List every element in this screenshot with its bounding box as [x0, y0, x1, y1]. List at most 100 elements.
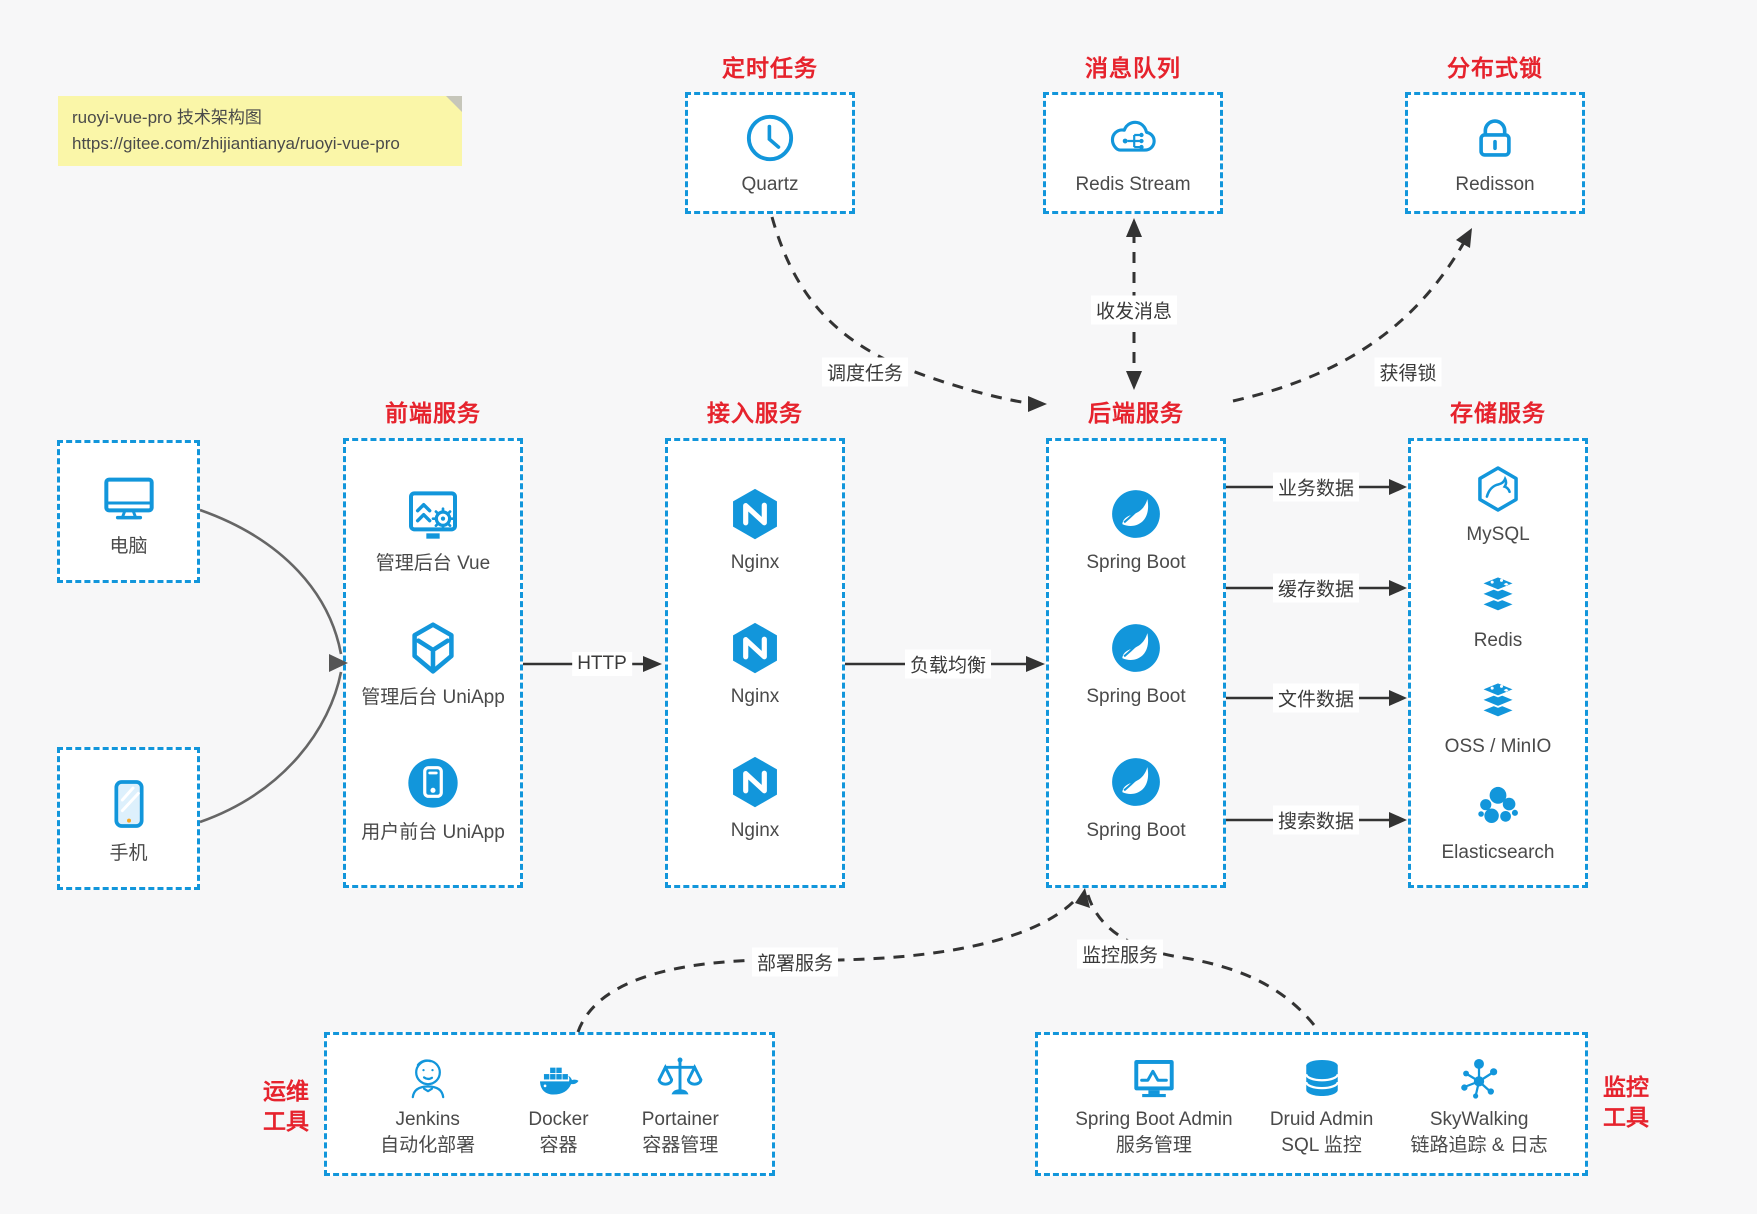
docker-icon: [538, 1067, 579, 1095]
node-redis: Redis: [1470, 567, 1526, 653]
node-label: Nginx: [730, 820, 780, 842]
note-url: https://gitee.com/zhijiantianya/ruoyi-vu…: [72, 134, 400, 153]
node-label: Portainer: [641, 1109, 719, 1130]
node-sublabel: 服务管理: [1115, 1135, 1192, 1156]
node-jenkins: Jenkins 自动化部署: [380, 1051, 475, 1157]
portainer-icon: [657, 1057, 703, 1095]
node-springboot-3: Spring Boot: [1086, 751, 1186, 843]
node-label: Docker: [528, 1109, 589, 1130]
redis-icon: [1480, 575, 1516, 613]
edge-label-business-data: 业务数据: [1272, 472, 1360, 502]
node-label: Quartz: [741, 174, 799, 196]
edge-label-file-data: 文件数据: [1272, 683, 1360, 713]
lock-icon: [1479, 119, 1511, 157]
clock-icon: [746, 115, 794, 162]
node-quartz: Quartz: [741, 109, 799, 197]
node-label: Spring Boot: [1086, 686, 1186, 708]
edge-label-http: HTTP: [572, 652, 632, 676]
node-label: Nginx: [730, 686, 780, 708]
node-user-uniapp: 用户前台 UniApp: [361, 751, 505, 845]
admin-vue-icon: [408, 490, 457, 539]
spring-icon: [1112, 490, 1160, 539]
monitor-tools-side-label: 监控 工具: [1603, 1074, 1649, 1130]
edge-label-search-data: 搜索数据: [1272, 805, 1360, 835]
nginx-icon: [733, 622, 777, 674]
node-label: Spring Boot: [1086, 820, 1186, 842]
client-merge-arrow: [199, 508, 348, 824]
group-title-frontend: 前端服务: [385, 400, 481, 426]
node-admin-vue: 管理后台 Vue: [376, 482, 490, 576]
node-mobile: 手机: [97, 772, 161, 866]
node-label: SkyWalking: [1429, 1109, 1529, 1130]
node-nginx-2: Nginx: [724, 617, 786, 709]
edge-label-load-balance: 负载均衡: [904, 649, 992, 679]
node-label: 手机: [109, 842, 148, 864]
group-box-ops-tools: Jenkins 自动化部署 Docker 容器: [324, 1032, 775, 1176]
group-title-message-queue: 消息队列: [1085, 55, 1181, 81]
node-mysql: MySQL: [1466, 461, 1530, 547]
group-box-message-queue: Redis Stream: [1043, 92, 1223, 214]
mobile-icon: [113, 779, 144, 828]
node-nginx-1: Nginx: [724, 483, 786, 575]
node-pc: 电脑: [97, 465, 161, 559]
node-sublabel: SQL 监控: [1281, 1135, 1362, 1156]
uniapp-cube-icon: [412, 622, 454, 674]
node-label: Nginx: [730, 552, 780, 574]
node-springboot-2: Spring Boot: [1086, 617, 1186, 709]
node-sublabel: 容器管理: [642, 1135, 719, 1156]
node-label: Spring Boot: [1086, 552, 1186, 574]
cloud-stream-icon: [1110, 120, 1156, 152]
group-box-monitor-tools: Spring Boot Admin 服务管理 Druid Admin SQL 监…: [1035, 1032, 1588, 1176]
edge-label-message: 收发消息: [1090, 295, 1178, 325]
schedule-task-arrow: [770, 216, 1047, 412]
node-label: Redis: [1473, 630, 1523, 652]
sticky-note: ruoyi-vue-pro 技术架构图 https://gitee.com/zh…: [58, 96, 462, 166]
node-label: 用户前台 UniApp: [361, 821, 505, 843]
node-label: Elasticsearch: [1441, 842, 1555, 864]
node-elasticsearch: Elasticsearch: [1442, 779, 1555, 865]
jenkins-icon: [411, 1059, 444, 1099]
node-sublabel: 容器: [539, 1135, 578, 1156]
node-springboot-1: Spring Boot: [1086, 483, 1186, 575]
node-label: Jenkins: [395, 1109, 460, 1130]
ops-tools-side-label: 运维 工具: [263, 1078, 309, 1134]
node-druid-admin: Druid Admin SQL 监控: [1270, 1051, 1373, 1157]
node-docker: Docker 容器: [528, 1051, 589, 1157]
edge-label-cache-data: 缓存数据: [1272, 573, 1360, 603]
node-admin-uniapp: 管理后台 UniApp: [361, 616, 505, 710]
druid-icon: [1304, 1060, 1339, 1096]
oss-icon: [1480, 681, 1516, 719]
spring-icon: [1112, 758, 1160, 806]
node-portainer: Portainer 容器管理: [642, 1051, 719, 1157]
node-skywalking: SkyWalking 链路追踪 & 日志: [1411, 1051, 1548, 1157]
elasticsearch-icon: [1478, 786, 1518, 823]
group-box-storage: MySQL Redis: [1408, 438, 1588, 888]
edge-label-deploy: 部署服务: [751, 947, 839, 977]
edge-label-lock: 获得锁: [1374, 357, 1442, 387]
node-sublabel: 自动化部署: [380, 1135, 476, 1156]
client-box-mobile: 手机: [57, 747, 200, 890]
desktop-icon: [103, 477, 154, 519]
node-label: 管理后台 UniApp: [361, 687, 505, 709]
group-title-scheduled-task: 定时任务: [722, 55, 818, 81]
node-oss-minio: OSS / MinIO: [1445, 673, 1551, 759]
group-box-distributed-lock: Redisson: [1405, 92, 1585, 214]
nginx-icon: [733, 756, 777, 808]
node-redis-stream: Redis Stream: [1075, 109, 1191, 197]
mysql-icon: [1478, 466, 1518, 512]
skywalking-icon: [1461, 1058, 1498, 1099]
note-title: ruoyi-vue-pro 技术架构图: [72, 108, 262, 127]
node-label: Redis Stream: [1075, 174, 1191, 196]
node-label: Redisson: [1455, 174, 1535, 196]
group-title-gateway: 接入服务: [707, 400, 803, 426]
group-box-gateway: Nginx Nginx Nginx: [665, 438, 845, 888]
edge-label-schedule: 调度任务: [821, 357, 909, 387]
user-app-icon: [408, 757, 458, 808]
group-title-storage: 存储服务: [1450, 400, 1546, 426]
client-box-pc: 电脑: [57, 440, 200, 583]
group-title-backend: 后端服务: [1088, 400, 1184, 426]
group-box-scheduled-task: Quartz: [685, 92, 855, 214]
node-redisson: Redisson: [1455, 109, 1535, 197]
edge-label-monitor: 监控服务: [1076, 939, 1164, 969]
